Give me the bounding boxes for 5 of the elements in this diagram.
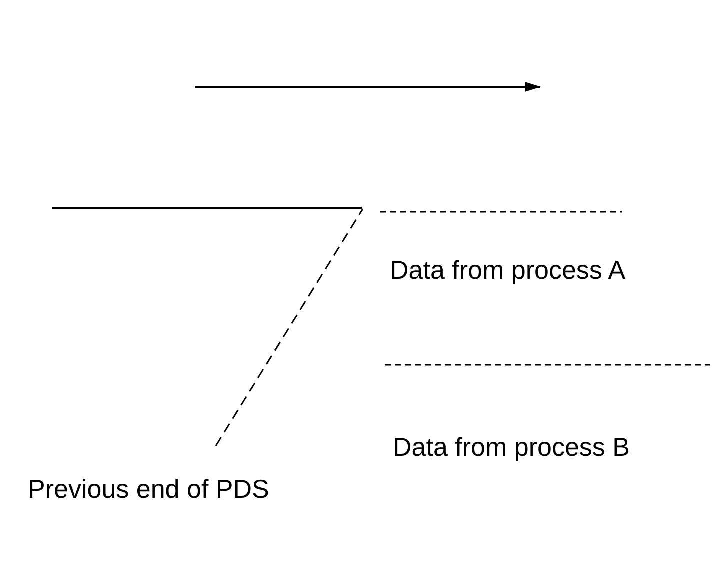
node-label: Previous end of PDS xyxy=(28,474,270,504)
leader-line xyxy=(215,208,364,446)
line-label: Data from process A xyxy=(390,255,626,285)
solid-line xyxy=(52,207,362,209)
line-label: Data from process B xyxy=(393,432,630,462)
